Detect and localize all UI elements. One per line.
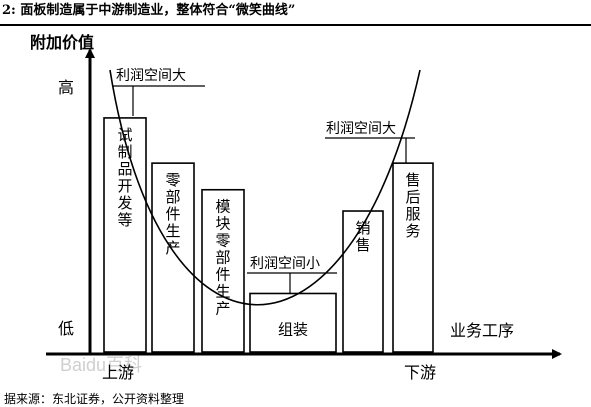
annotation-high-left: 利润空间大: [112, 68, 205, 116]
annotation-high-left-text: 利润空间大: [116, 68, 186, 84]
smile-curve-diagram: Baidu百科 附加价值 高 低 业务工序 上游 下游 试制品开发等零部件生产模…: [30, 33, 562, 382]
stage-bar-6: [392, 162, 434, 353]
stage-bar-5: [342, 210, 384, 353]
y-high-label: 高: [58, 78, 74, 97]
stage-label-6: 售后服务: [405, 171, 420, 240]
stage-label-2: 零部件生产: [165, 171, 180, 257]
title-rule: [0, 24, 591, 26]
watermark-text: Baidu百科: [60, 355, 142, 375]
annotation-low-text: 利润空间小: [250, 256, 320, 272]
stage-bar-3: [201, 188, 245, 353]
annotation-high-right-text: 利润空间大: [326, 121, 396, 137]
y-axis-label: 附加价值: [30, 33, 94, 52]
x-upstream-label: 上游: [102, 363, 134, 382]
annotation-low: 利润空间小: [247, 256, 337, 293]
stage-bar-2: [151, 162, 195, 353]
stage-bar-1: [103, 117, 147, 353]
stage-bar-4: [249, 292, 337, 353]
x-axis-label: 业务工序: [450, 321, 514, 340]
source-note: 据来源：东北证券，公开资料整理: [4, 392, 185, 406]
smile-curve: [109, 69, 421, 306]
stage-label-5: 销售: [355, 219, 370, 254]
y-low-label: 低: [58, 319, 74, 338]
x-downstream-label: 下游: [404, 363, 436, 382]
stage-label-4: 组装: [278, 321, 308, 339]
annotation-high-right: 利润空间大: [325, 121, 415, 163]
stage-label-3: 模块零部件生产: [215, 198, 230, 318]
figure-title: 2: 面板制造属于中游制造业，整体符合“微笑曲线”: [2, 3, 296, 18]
